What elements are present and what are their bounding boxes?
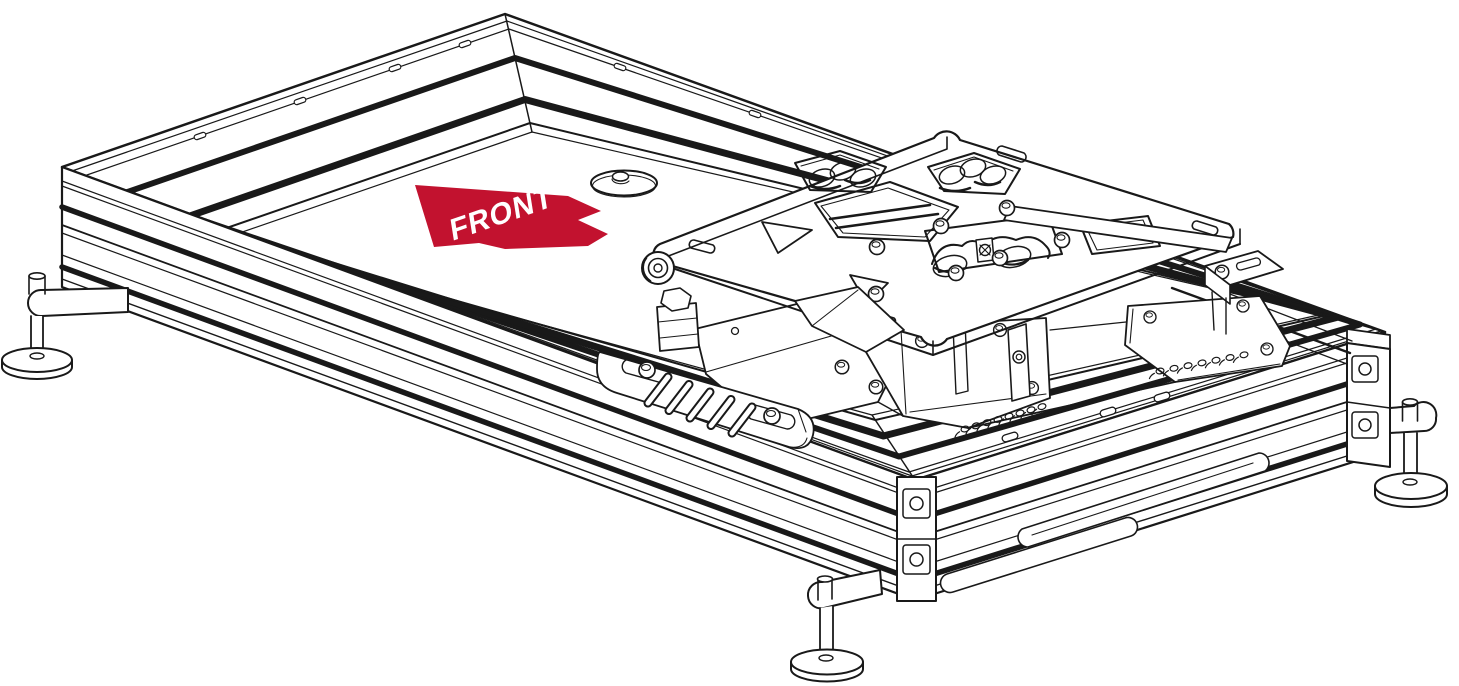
leveling-foot-center bbox=[790, 569, 883, 683]
foot-stud bbox=[28, 271, 46, 280]
corner-post-right bbox=[1346, 328, 1391, 468]
foot-stud bbox=[816, 575, 834, 583]
foot-base-disc bbox=[1374, 472, 1448, 500]
corner-post-front bbox=[896, 476, 937, 602]
roller bbox=[959, 158, 987, 178]
skid-plate-lower bbox=[939, 516, 1139, 594]
foot-arm bbox=[26, 287, 129, 318]
pivot-knob bbox=[641, 251, 675, 285]
foot-base-disc bbox=[790, 648, 864, 676]
roller bbox=[808, 168, 836, 188]
roller-window-left bbox=[794, 150, 887, 193]
support-block bbox=[794, 286, 905, 353]
triangle-cutout-upper bbox=[761, 221, 813, 254]
angled-slots bbox=[643, 372, 757, 438]
circular-recess bbox=[590, 169, 658, 198]
support-posts bbox=[952, 321, 1031, 402]
roller bbox=[938, 165, 966, 185]
foot-post bbox=[30, 315, 44, 353]
skid-plate-upper bbox=[1017, 452, 1270, 548]
roller-window-right bbox=[927, 152, 1021, 195]
foot-post bbox=[819, 605, 834, 655]
foot-arm bbox=[806, 569, 883, 610]
tray-front-edge bbox=[967, 381, 1176, 429]
frame-side-wall-left bbox=[59, 165, 918, 602]
foot-arm bbox=[1389, 401, 1438, 434]
leveling-foot-right bbox=[1374, 397, 1448, 508]
slide-bracket bbox=[596, 351, 815, 450]
right-mount-bracket bbox=[1204, 250, 1284, 335]
foot-base-disc bbox=[1, 347, 73, 373]
leveling-foot-left bbox=[1, 271, 129, 380]
front-arrow-shape bbox=[415, 185, 608, 249]
cover-panel-right bbox=[1124, 295, 1291, 383]
foot-stud bbox=[1401, 397, 1419, 406]
hex-nut bbox=[660, 287, 692, 312]
frame-side-wall-right bbox=[912, 330, 1388, 602]
front-arrow: FRONT bbox=[415, 180, 608, 249]
foot-post bbox=[1403, 432, 1418, 479]
